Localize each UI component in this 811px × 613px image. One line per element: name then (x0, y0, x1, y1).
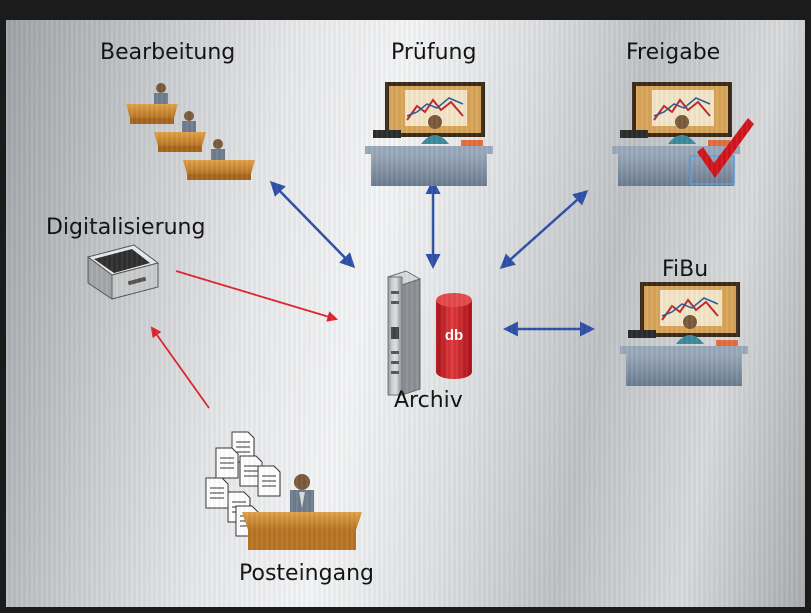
label-freigabe: Freigabe (626, 40, 721, 65)
label-fibu: FiBu (662, 257, 709, 282)
diagram-graphics: db (86, 82, 754, 550)
arrows (150, 179, 595, 409)
fibu-workstation-icon (620, 282, 748, 386)
diagram-canvas: db Bearbeitung Prüfung Fre (6, 20, 805, 607)
bearbeitung-icon (126, 83, 255, 180)
arrow-bearbeitung-archiv (269, 180, 356, 269)
checkmark-icon (697, 118, 754, 178)
label-bearbeitung: Bearbeitung (100, 40, 236, 65)
label-digitalisierung: Digitalisierung (46, 215, 206, 240)
scanner-icon (86, 244, 160, 300)
arrow-posteingang-digitalisierung (150, 326, 210, 409)
label-pruefung: Prüfung (391, 40, 477, 65)
label-archiv: Archiv (394, 388, 463, 413)
server-icon (386, 270, 422, 396)
posteingang-desk-icon (242, 474, 362, 550)
database-label: db (445, 327, 463, 344)
arrow-freigabe-archiv (499, 190, 589, 269)
database-icon: db (436, 293, 472, 379)
freigabe-workstation-icon (612, 82, 740, 186)
arrow-digitalisierung-archiv (175, 270, 339, 322)
label-posteingang: Posteingang (239, 561, 374, 586)
pruefung-workstation-icon (365, 82, 493, 186)
